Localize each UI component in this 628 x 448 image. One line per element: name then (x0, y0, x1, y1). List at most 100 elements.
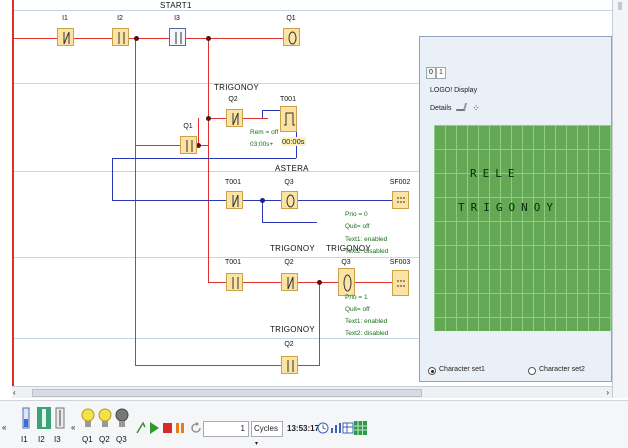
scroll-thumb[interactable] (618, 2, 622, 10)
block-label: SF003 (389, 259, 411, 266)
contact-block-q2[interactable] (281, 356, 298, 374)
refresh-icon[interactable] (190, 422, 202, 436)
junction-node (260, 198, 265, 203)
lcd-screen: RELE TRIGONOY (434, 125, 611, 331)
block-label: Q3 (284, 179, 294, 186)
net-label: TRIGONOY (270, 325, 316, 334)
contact-block-t001[interactable] (226, 273, 243, 291)
message-param: Quit= off (345, 306, 370, 313)
panel-title: LOGO! Display (430, 87, 478, 94)
contact-block-q2[interactable] (226, 109, 243, 127)
message-param: Quit= off (345, 223, 370, 230)
output-q3-label: Q3 (116, 435, 127, 444)
wire (14, 38, 284, 39)
charset1-radio[interactable] (428, 367, 436, 375)
contact-block-q2[interactable] (281, 273, 298, 291)
output-block-q3[interactable] (281, 191, 298, 209)
message-param: Text1: enabled (345, 236, 388, 243)
timer-param: Rem = off (250, 129, 279, 136)
output-block-q1[interactable] (283, 28, 300, 46)
grid-line (14, 10, 612, 11)
wire (319, 282, 320, 366)
charset-row: Character set1 Character set2 (428, 365, 612, 379)
message-param: Text2: disabled (345, 248, 389, 255)
output-block-q3[interactable] (338, 268, 355, 296)
power-rail (12, 0, 14, 386)
grid-icon[interactable] (354, 421, 367, 437)
vertical-scrollbar[interactable] (612, 0, 628, 398)
wire (112, 158, 296, 159)
message-param: Prio = 1 (345, 294, 368, 301)
scroll-left-icon[interactable]: ‹ (13, 388, 16, 397)
contact-block-t001[interactable] (226, 191, 243, 209)
tab-0[interactable]: 0 (426, 67, 436, 79)
cycles-unit-label: Cycles (254, 424, 279, 433)
block-label: Q1 (183, 123, 193, 130)
pause-button[interactable] (175, 422, 186, 436)
junction-node (206, 36, 211, 41)
input-i1-label: I1 (21, 435, 28, 444)
timer-block-t001[interactable] (280, 106, 297, 132)
step-icon[interactable] (135, 421, 147, 437)
junction-node (206, 116, 211, 121)
grid-line (14, 257, 612, 258)
input-block-i3[interactable] (169, 28, 186, 46)
circuit-canvas[interactable]: START1 TRIGONOY ASTERA TRIGONOY TRIGONOY… (0, 0, 612, 386)
table-icon[interactable] (342, 422, 354, 436)
dots-icon[interactable]: ⁘ (472, 103, 480, 113)
block-label: I3 (174, 15, 180, 22)
message-block-sf002[interactable] (392, 191, 409, 209)
cycles-input[interactable]: 1 (203, 421, 249, 437)
charset2-label: Character set2 (539, 366, 585, 373)
wire (230, 200, 392, 201)
grid-line (14, 171, 612, 172)
wire (208, 38, 209, 282)
junction-node (317, 280, 322, 285)
block-label: T001 (225, 259, 241, 266)
timer-param: 03:00s+ (250, 141, 274, 148)
wire (198, 118, 199, 146)
net-label: TRIGONOY (214, 83, 260, 92)
grid-line (14, 338, 612, 339)
input-i3-label: I3 (54, 435, 61, 444)
wire (135, 365, 320, 366)
wire (262, 222, 317, 223)
net-label: ASTERA (275, 164, 309, 173)
scroll-right-icon[interactable]: › (606, 388, 609, 397)
clock-icon[interactable] (317, 422, 329, 436)
block-label: I2 (117, 15, 123, 22)
message-block-sf003[interactable] (392, 270, 409, 296)
charset2-radio[interactable] (528, 367, 536, 375)
stop-button[interactable] (162, 422, 173, 436)
input-block-i1[interactable] (57, 28, 74, 46)
collapse-icon[interactable]: « (71, 423, 76, 432)
message-param: Text1: enabled (345, 318, 388, 325)
lcd-line-1: RELE (470, 167, 521, 180)
input-i3-toggle[interactable] (54, 407, 66, 431)
output-q1-label: Q1 (82, 435, 93, 444)
grid-line (14, 83, 612, 84)
input-block-i2[interactable] (112, 28, 129, 46)
chart-icon[interactable] (330, 422, 342, 436)
cycles-unit-select[interactable]: Cycles ▾ (251, 421, 283, 447)
scroll-thumb[interactable] (32, 389, 422, 397)
logo-display-panel: 0 1 LOGO! Display Details ⁘ RELE TRIGONO… (419, 36, 612, 382)
input-i2-toggle[interactable] (37, 407, 51, 431)
wire (262, 110, 263, 118)
edit-icon[interactable] (456, 103, 468, 111)
contact-block-q1[interactable] (180, 136, 197, 154)
input-i1-toggle[interactable] (20, 407, 32, 431)
junction-node (196, 143, 201, 148)
block-label: SF002 (389, 179, 411, 186)
tab-1[interactable]: 1 (436, 67, 446, 79)
output-q2-bulb-icon (98, 407, 112, 433)
output-q3-bulb-icon (115, 407, 129, 433)
net-label: START1 (160, 1, 192, 10)
junction-node (134, 36, 139, 41)
details-label: Details (430, 105, 452, 112)
play-button[interactable] (148, 421, 160, 437)
block-label: Q1 (286, 15, 296, 22)
details-row: Details ⁘ (430, 103, 480, 114)
collapse-icon[interactable]: « (2, 423, 7, 432)
horizontal-scrollbar[interactable]: ‹ › (12, 386, 612, 398)
